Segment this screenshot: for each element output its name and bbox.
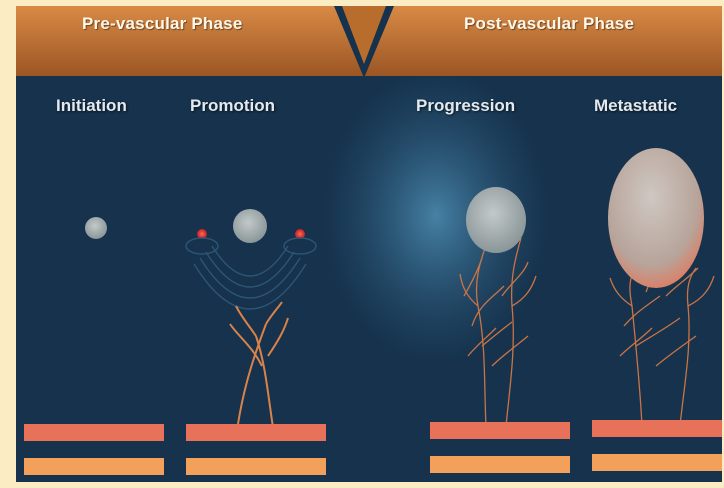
promotion-tumor: [233, 209, 267, 243]
diagram-canvas: [16, 6, 722, 482]
bar-top-2: [186, 424, 326, 441]
metastatic-vessels: [610, 266, 714, 426]
stage-label-metastatic: Metastatic: [594, 96, 677, 116]
bar-bottom-1: [24, 458, 164, 475]
initiation-tumor: [85, 217, 107, 239]
bar-bottom-4: [592, 454, 722, 471]
promotion-vessels: [230, 302, 288, 434]
stage-label-progression: Progression: [416, 96, 515, 116]
bar-bottom-2: [186, 458, 326, 475]
metastatic-tumor: [608, 148, 704, 288]
progression-tumor: [466, 187, 526, 253]
signal-waves: [186, 238, 316, 309]
bar-top-3: [430, 422, 570, 439]
bar-top-4: [592, 420, 722, 437]
stage-label-initiation: Initiation: [56, 96, 127, 116]
metastatic-group: [608, 148, 714, 426]
stage-label-promotion: Promotion: [190, 96, 275, 116]
stromal-bars: [24, 420, 722, 475]
bar-bottom-3: [430, 456, 570, 473]
angiogenesis-diagram: Pre-vascular Phase Post-vascular Phase I…: [16, 6, 722, 482]
promotion-group: [186, 209, 316, 434]
post-vascular-phase-title: Post-vascular Phase: [464, 14, 634, 34]
pre-vascular-phase-title: Pre-vascular Phase: [82, 14, 242, 34]
bar-top-1: [24, 424, 164, 441]
